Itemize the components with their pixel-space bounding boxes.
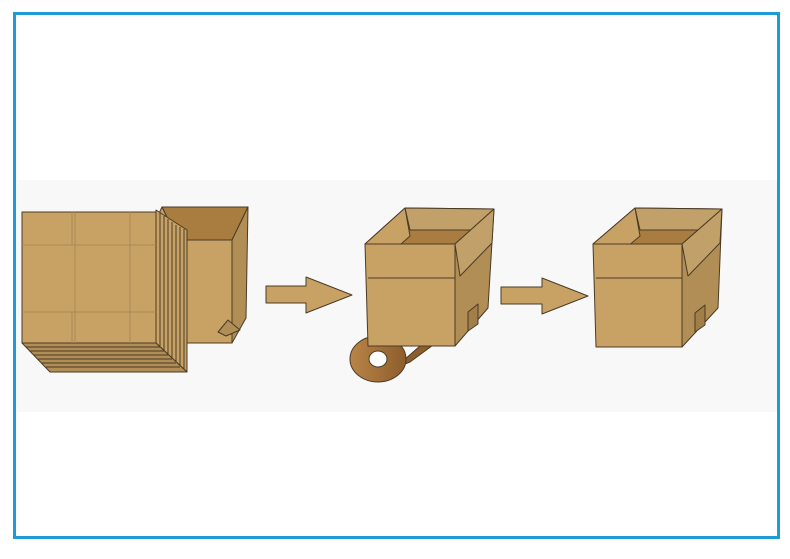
finished-box-icon: [592, 207, 723, 348]
tape-roll-icon: [349, 335, 441, 383]
blank-stack-bottom: [21, 342, 188, 373]
arrow-right-icon: [265, 276, 353, 314]
flat-box-blanks-icon: [21, 206, 249, 373]
box-taping-icon: [349, 207, 495, 383]
flat-blank-sheet: [21, 211, 157, 344]
arrow-right-icon: [500, 277, 589, 315]
